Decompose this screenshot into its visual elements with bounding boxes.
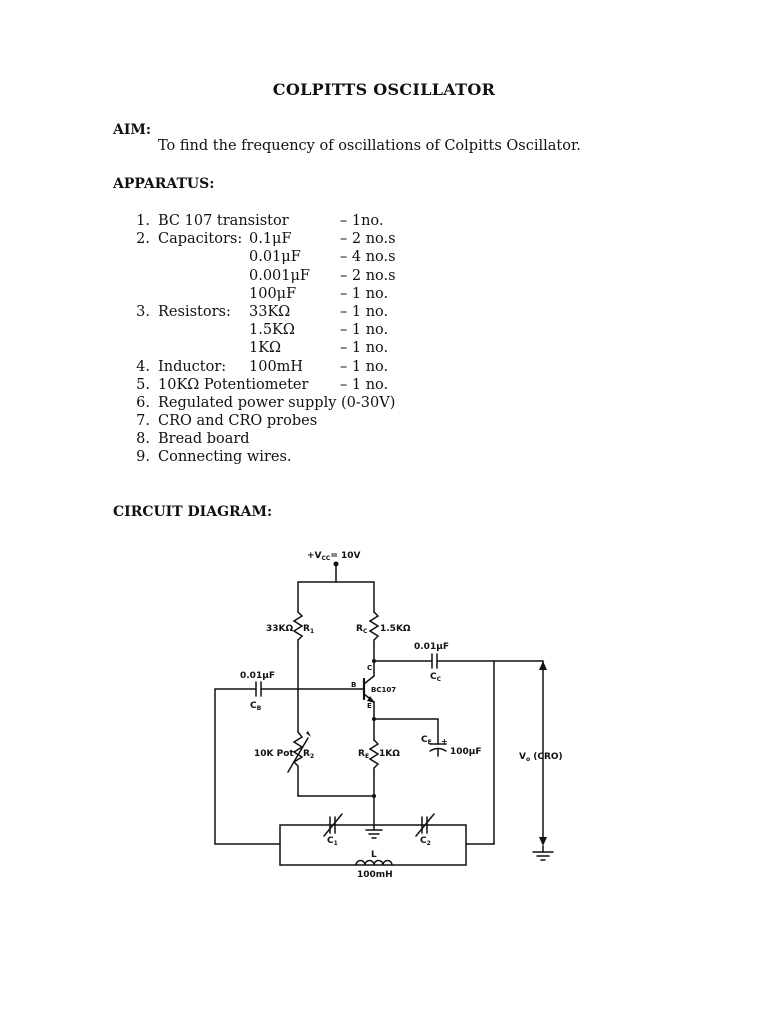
- apparatus-item-name: Connecting wires.: [158, 449, 292, 466]
- apparatus-item-quantity: – 2 no.s: [340, 231, 396, 248]
- apparatus-item-number: 6.: [136, 394, 150, 411]
- c2-label: C2: [420, 836, 431, 847]
- c1-variable-arrow: [323, 813, 343, 837]
- apparatus-item-value: 1KΩ: [249, 340, 282, 357]
- apparatus-item-name: Capacitors:: [158, 231, 243, 248]
- cb-label: CB: [250, 701, 262, 712]
- re-value: 1KΩ: [379, 749, 400, 759]
- r1-value: 33KΩ: [266, 624, 293, 634]
- vcc-label: +VCC= 10V: [307, 551, 361, 562]
- collector-junction: [372, 659, 376, 663]
- r1-resistor: [292, 611, 304, 641]
- emitter-junction: [372, 717, 376, 721]
- cb-value: 0.01μF: [240, 671, 275, 681]
- apparatus-item-quantity: – 1 no.: [340, 303, 389, 320]
- vo-label: Vo (CRO): [519, 752, 563, 763]
- apparatus-item-value: 0.01μF: [249, 249, 301, 266]
- apparatus-item-number: 7.: [136, 413, 150, 430]
- transistor-emitter-label: E: [367, 702, 372, 710]
- ce-label: CE: [421, 735, 432, 746]
- apparatus-item-number: 3.: [136, 303, 150, 320]
- apparatus-item-name: Inductor:: [158, 358, 227, 375]
- ce-value: 100μF: [450, 747, 482, 757]
- rc-resistor: [368, 611, 380, 641]
- apparatus-item-number: 4.: [136, 358, 150, 375]
- apparatus-item-value: 0.1μF: [249, 231, 292, 248]
- apparatus-item-number: 8.: [136, 431, 150, 448]
- rc-label: RC: [356, 624, 368, 635]
- r2-pot-arrowhead: [306, 731, 311, 737]
- apparatus-item-name: Bread board: [158, 431, 250, 448]
- apparatus-item-name: CRO and CRO probes: [158, 413, 318, 430]
- apparatus-item-quantity: – 2 no.s: [340, 267, 396, 284]
- apparatus-item-value: 33KΩ: [249, 303, 291, 320]
- r1-label: R1: [303, 624, 314, 635]
- transistor-base-label: B: [351, 681, 356, 689]
- apparatus-item-value: 1.5KΩ: [249, 322, 295, 339]
- r2-potentiometer: [292, 731, 304, 767]
- r2-value: 10K Pot: [254, 749, 294, 759]
- apparatus-item-quantity: – 1no.: [340, 213, 384, 229]
- apparatus-item-name: Resistors:: [158, 303, 231, 320]
- apparatus-item-name: 10KΩ Potentiometer: [158, 376, 309, 393]
- apparatus-item-quantity: – 1 no.: [340, 340, 389, 357]
- apparatus-item-value: 100μF: [249, 285, 297, 302]
- apparatus-item-quantity: – 1 no.: [340, 285, 389, 302]
- cc-value: 0.01μF: [414, 642, 449, 652]
- re-resistor: [368, 739, 380, 769]
- r2-pot-arrow-line: [287, 737, 309, 773]
- apparatus-item-name: Regulated power supply (0-30V): [158, 394, 396, 411]
- cc-label: CC: [430, 672, 442, 683]
- c2-variable-arrow: [415, 813, 435, 837]
- apparatus-item-number: 1.: [136, 213, 150, 229]
- circuit-diagram-heading: CIRCUIT DIAGRAM:: [113, 504, 273, 520]
- rc-value: 1.5KΩ: [380, 624, 411, 634]
- apparatus-item-quantity: – 4 no.s: [340, 249, 396, 266]
- c1-label: C1: [327, 836, 338, 847]
- vo-arrow-top: [539, 661, 547, 670]
- r2-label: R2: [303, 749, 314, 760]
- inductor-coil: [355, 859, 393, 866]
- apparatus-item-number: 2.: [136, 231, 150, 248]
- apparatus-item-quantity: – 1 no.: [340, 358, 389, 375]
- re-label: RE: [358, 749, 369, 760]
- aim-heading: AIM:: [113, 122, 152, 138]
- apparatus-item-quantity: – 1 no.: [340, 376, 389, 393]
- ce-plus-sign: +: [441, 737, 448, 746]
- inductor-label: L: [371, 850, 377, 860]
- apparatus-item-name: BC 107 transistor: [158, 213, 289, 229]
- vo-arrow-bottom: [539, 837, 547, 846]
- apparatus-item-quantity: – 1 no.: [340, 322, 389, 339]
- page-title: COLPITTS OSCILLATOR: [272, 80, 496, 99]
- aim-text: To find the frequency of oscillations of…: [158, 138, 581, 154]
- apparatus-item-number: 5.: [136, 376, 150, 393]
- tank-circuit-frame: [279, 824, 467, 866]
- apparatus-item-value: 100mH: [249, 358, 304, 375]
- bottom-junction: [372, 794, 376, 798]
- inductor-value: 100mH: [357, 870, 393, 880]
- transistor-emitter-arrow: [367, 696, 375, 703]
- transistor-name: BC107: [371, 686, 396, 694]
- apparatus-item-number: 9.: [136, 449, 150, 466]
- apparatus-heading: APPARATUS:: [113, 176, 215, 192]
- vcc-terminal: [333, 561, 339, 567]
- transistor-collector-label: C: [367, 664, 372, 672]
- transistor-collector-lead: [363, 675, 375, 685]
- apparatus-item-value: 0.001μF: [249, 267, 310, 284]
